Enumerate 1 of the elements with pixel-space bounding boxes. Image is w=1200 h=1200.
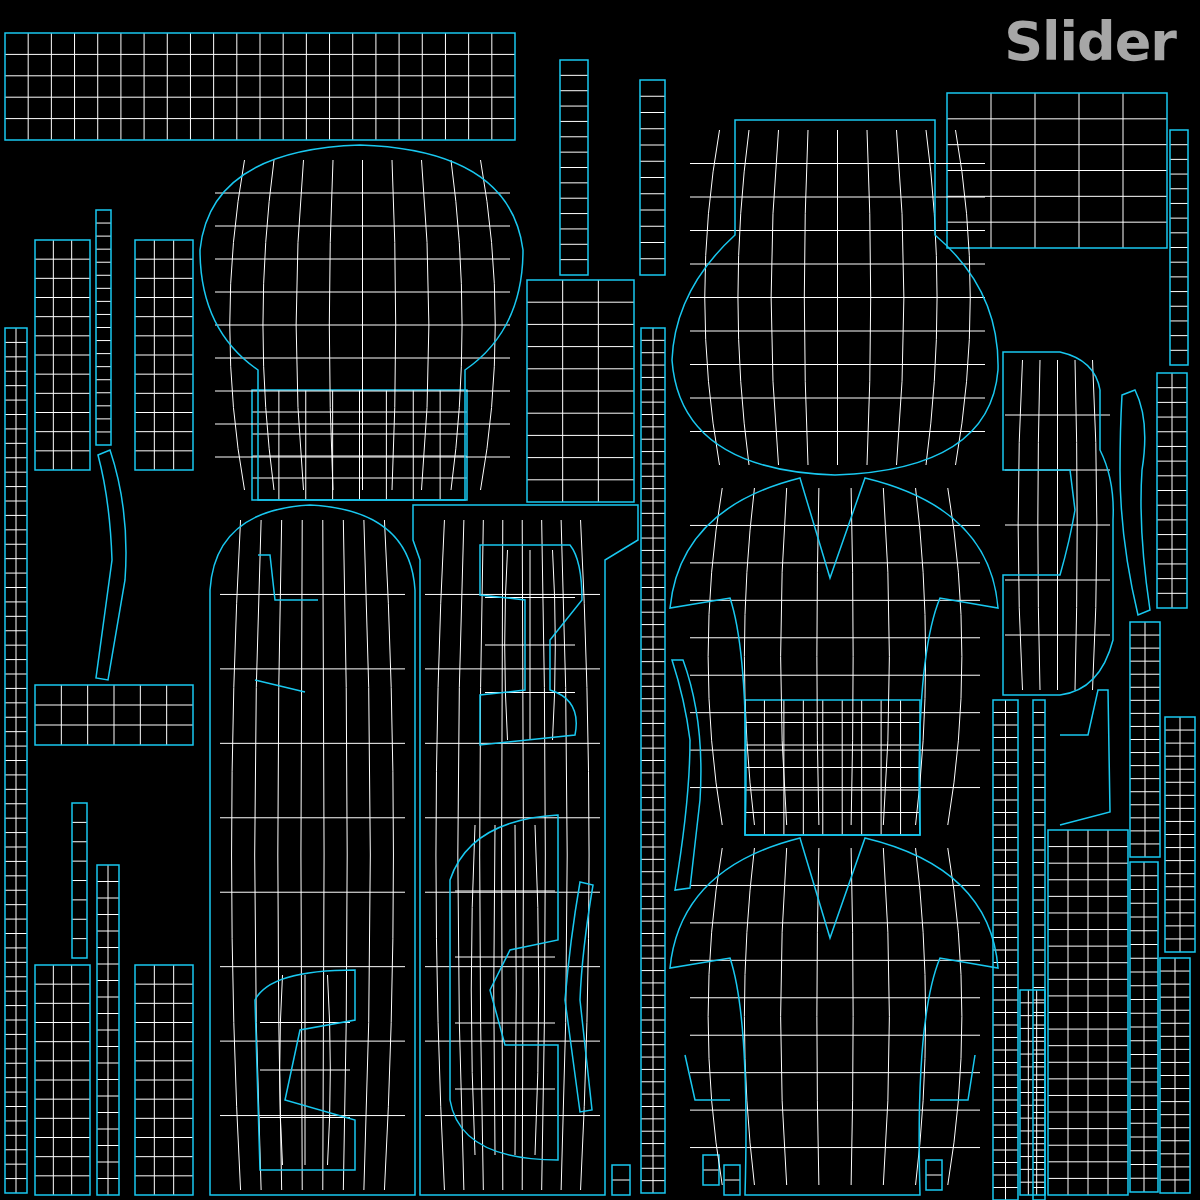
title: Slider [1004,10,1176,73]
